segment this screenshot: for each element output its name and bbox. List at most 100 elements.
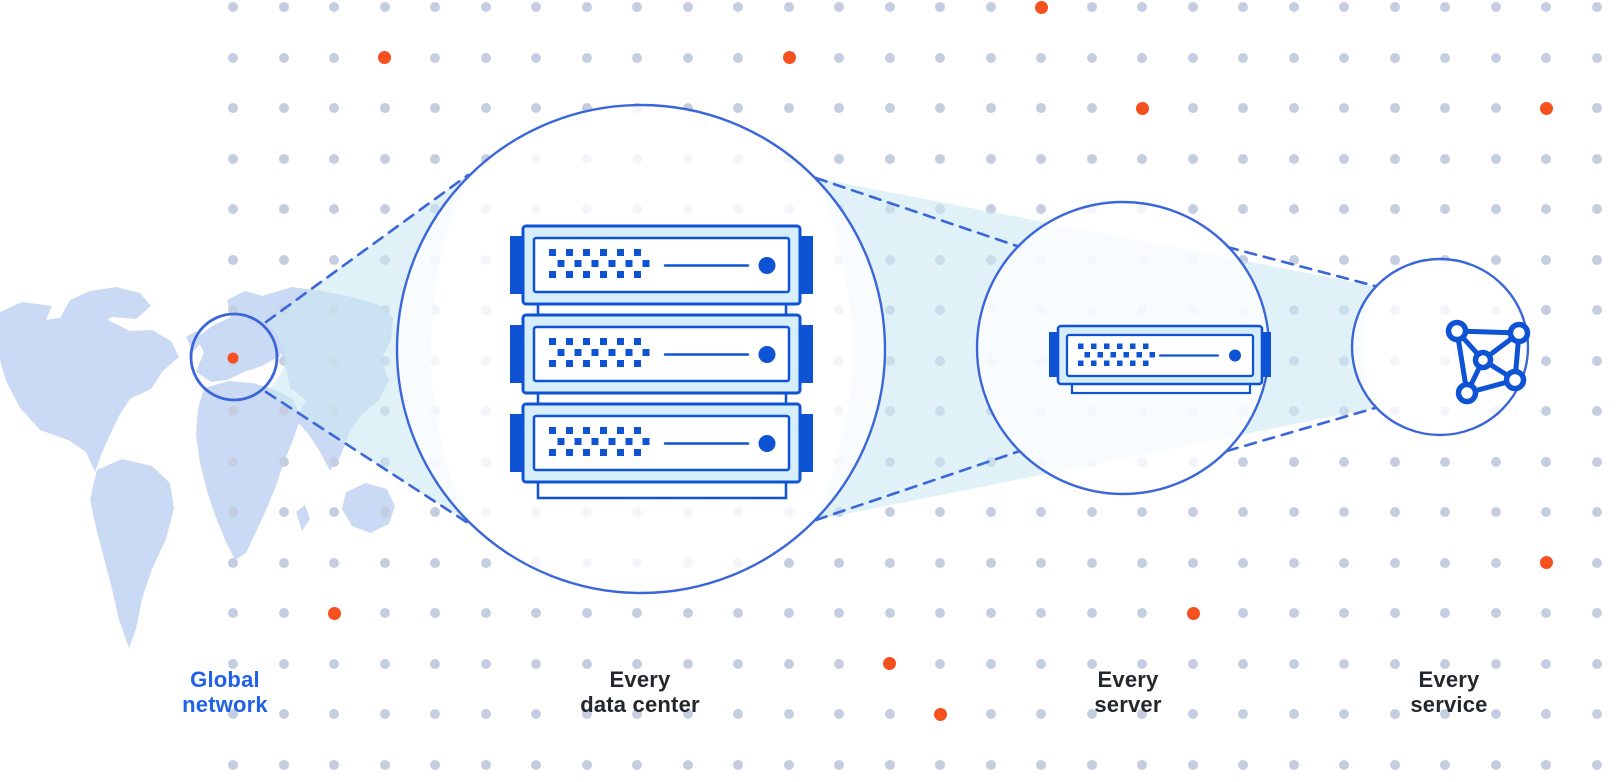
- grid-dot: [1490, 759, 1501, 770]
- grid-dot: [682, 709, 693, 719]
- grid-dot: [1440, 103, 1450, 113]
- grid-dot: [430, 709, 440, 719]
- grid-dot: [1541, 153, 1551, 164]
- matrix-square: [583, 360, 590, 367]
- grid-dot: [379, 153, 390, 164]
- grid-dot: [1541, 406, 1551, 416]
- grid-dot: [1541, 658, 1551, 669]
- grid-dot: [1591, 2, 1602, 12]
- grid-dot: [329, 2, 339, 12]
- orange-dot: [882, 657, 896, 670]
- grid-dot: [985, 2, 996, 12]
- grid-dot: [682, 658, 693, 669]
- matrix-square: [1136, 352, 1142, 358]
- grid-dot: [379, 507, 390, 517]
- grid-dot: [278, 759, 289, 770]
- grid-dot: [1036, 608, 1046, 618]
- grid-dot: [1086, 2, 1097, 12]
- grid-dot: [1238, 608, 1248, 618]
- grid-dot: [1086, 709, 1097, 719]
- grid-dot: [228, 406, 238, 416]
- grid-dot: [1288, 658, 1299, 669]
- grid-dot: [1238, 759, 1248, 770]
- matrix-square: [600, 271, 607, 278]
- grid-dot: [1288, 204, 1299, 214]
- matrix-square: [1104, 343, 1110, 349]
- grid-dot: [1541, 507, 1551, 517]
- grid-dot: [1389, 608, 1400, 618]
- map-africa: [196, 381, 301, 560]
- matrix-square: [591, 349, 599, 356]
- grid-dot: [581, 2, 592, 12]
- dashed-connector-map-to-datacenter-bottom: [264, 390, 470, 525]
- matrix-square: [600, 249, 607, 256]
- matrix-square: [574, 349, 582, 356]
- grid-dot: [531, 658, 541, 669]
- grid-dot: [430, 103, 440, 113]
- grid-dot: [935, 608, 945, 618]
- matrix-square: [625, 260, 633, 267]
- grid-dot: [480, 709, 491, 719]
- grid-dot: [581, 608, 592, 618]
- matrix-square: [642, 438, 650, 445]
- grid-dot: [1036, 52, 1046, 63]
- matrix-square: [634, 427, 641, 434]
- grid-dot: [1036, 103, 1046, 113]
- matrix-square: [600, 427, 607, 434]
- grid-dot: [834, 709, 844, 719]
- matrix-square: [583, 427, 590, 434]
- grid-dot: [1339, 204, 1349, 214]
- grid-dot: [884, 759, 895, 770]
- grid-dot: [1036, 557, 1046, 568]
- orange-dot: [933, 707, 947, 721]
- grid-dot: [1238, 2, 1248, 12]
- matrix-square: [583, 271, 590, 278]
- matrix-square: [1110, 352, 1116, 358]
- grid-dot: [329, 759, 339, 770]
- grid-dot: [985, 204, 996, 214]
- grid-dot: [1238, 204, 1248, 214]
- grid-dot: [1591, 153, 1602, 164]
- grid-dot: [228, 204, 238, 214]
- grid-dot: [1339, 709, 1349, 719]
- label-every-service: Every service: [1329, 667, 1569, 717]
- grid-dot: [1591, 608, 1602, 618]
- matrix-square: [557, 438, 565, 445]
- grid-dot: [632, 759, 642, 770]
- grid-dot: [1086, 658, 1097, 669]
- server-faceplate: [532, 325, 791, 383]
- grid-dot: [1389, 52, 1400, 63]
- grid-dot: [1490, 52, 1501, 63]
- grid-dot: [1541, 709, 1551, 719]
- grid-dot: [1137, 759, 1147, 770]
- grid-dot: [783, 658, 794, 669]
- grid-dot: [228, 507, 238, 517]
- server-led: [758, 435, 776, 452]
- server-ear-right: [798, 325, 813, 383]
- matrix-square: [1130, 360, 1136, 366]
- grid-dot: [329, 103, 339, 113]
- map-south-america: [90, 459, 174, 648]
- grid-dot: [1238, 658, 1248, 669]
- grid-dot: [1490, 456, 1501, 467]
- grid-dot: [1187, 153, 1198, 164]
- grid-dot: [985, 658, 996, 669]
- grid-dot: [682, 103, 693, 113]
- grid-dot: [733, 759, 743, 770]
- matrix-square: [600, 338, 607, 345]
- matrix-square: [549, 338, 556, 345]
- grid-dot: [228, 557, 238, 568]
- map-europe: [196, 291, 285, 382]
- grid-dot: [1036, 709, 1046, 719]
- dashed-connector-server-to-service-top: [1225, 245, 1377, 288]
- network-node: [1445, 319, 1469, 343]
- orange-dot: [1034, 0, 1048, 14]
- grid-dot: [1036, 658, 1046, 669]
- grid-dot: [228, 52, 238, 63]
- grid-dot: [884, 557, 895, 568]
- grid-dot: [1389, 759, 1400, 770]
- grid-dot: [1490, 204, 1501, 214]
- grid-dot: [1490, 103, 1501, 113]
- grid-dot: [1591, 254, 1602, 265]
